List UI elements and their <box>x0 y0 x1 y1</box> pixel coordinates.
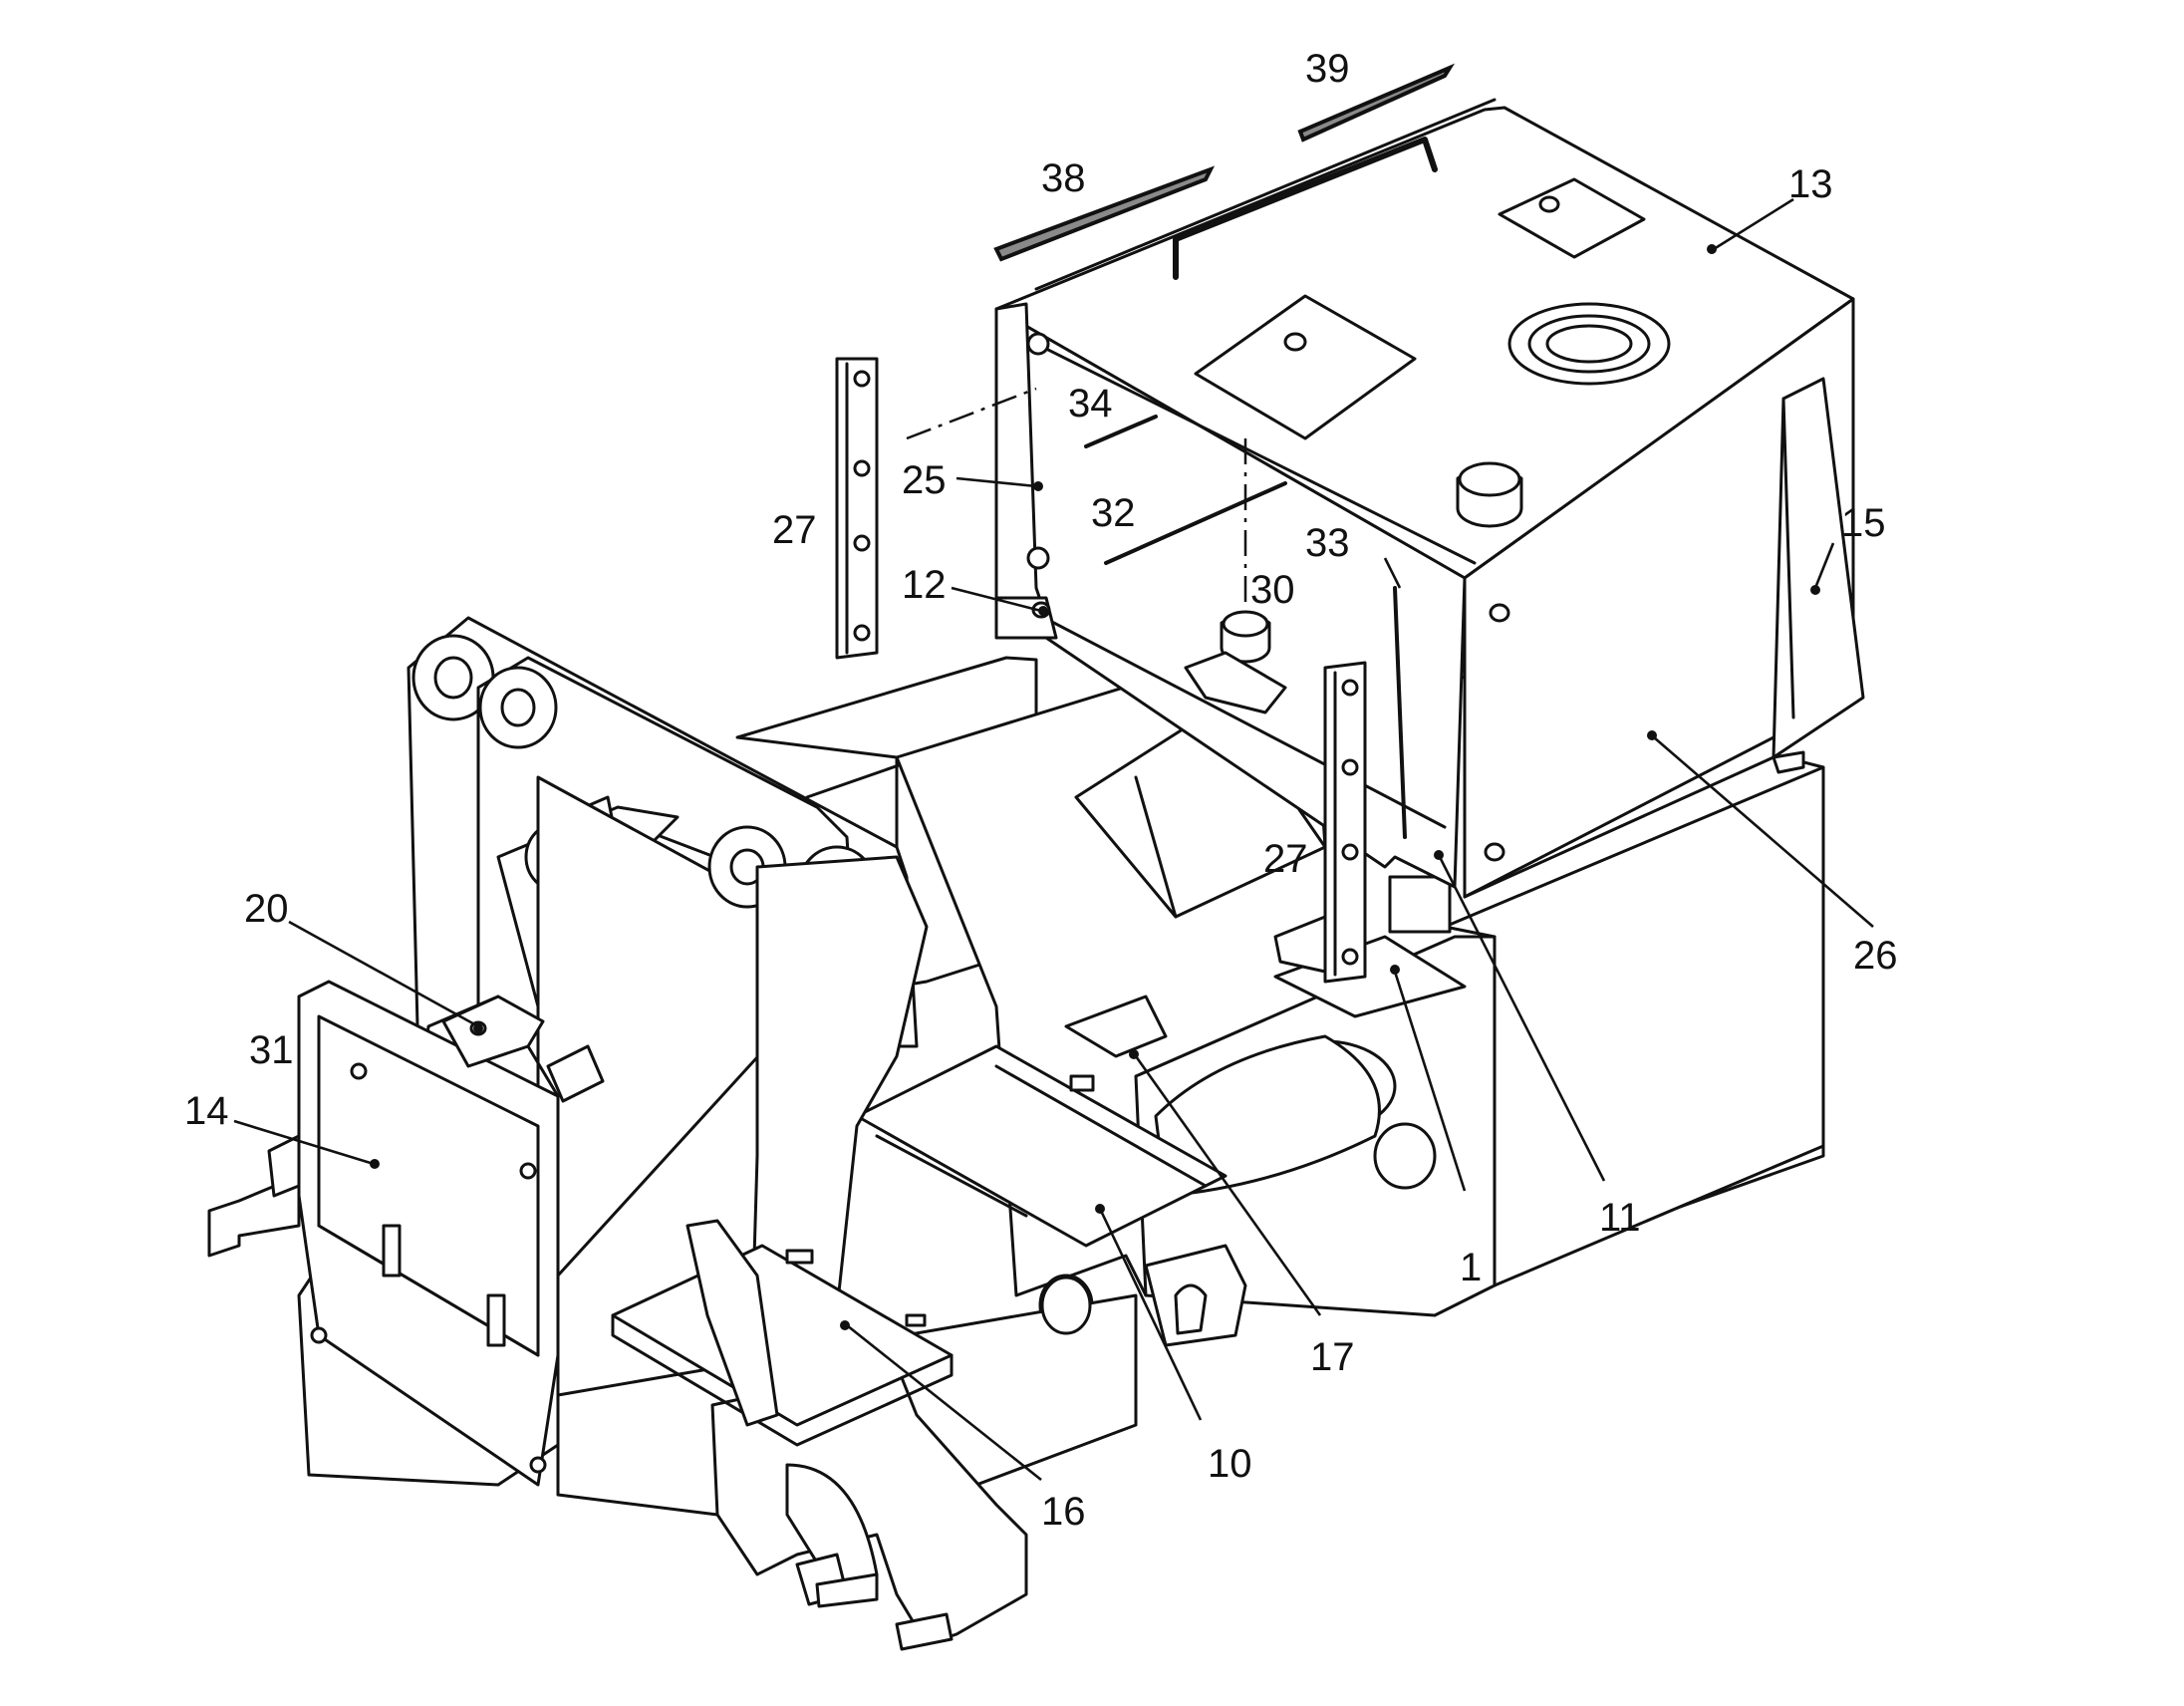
callout-14: 14 <box>184 1089 229 1133</box>
callout-32: 32 <box>1091 491 1136 535</box>
callout-27-upper: 27 <box>772 508 817 552</box>
callout-1: 1 <box>1460 1246 1482 1289</box>
front-panel-14 <box>207 980 560 1487</box>
mount-30 <box>1184 438 1287 714</box>
callout-34: 34 <box>1068 382 1113 426</box>
seal-strip-38 <box>993 165 1216 262</box>
callout-16: 16 <box>1041 1490 1086 1534</box>
callout-15: 15 <box>1841 501 1886 545</box>
callout-10: 10 <box>1208 1442 1252 1486</box>
bar-27-left <box>835 357 879 660</box>
callout-31: 31 <box>249 1028 294 1072</box>
fuel-tank <box>994 98 1865 899</box>
callout-labels: 39 38 13 34 25 27 32 33 15 12 30 27 26 2… <box>184 47 1898 1534</box>
seal-strip-33 <box>1393 586 1407 839</box>
callout-30: 30 <box>1250 568 1295 612</box>
callout-38: 38 <box>1041 156 1086 200</box>
callout-39: 39 <box>1305 47 1350 91</box>
seal-strip-39 <box>1297 63 1456 142</box>
front-feet <box>710 1363 1028 1651</box>
callout-17: 17 <box>1310 1335 1355 1379</box>
callout-33: 33 <box>1305 521 1350 565</box>
seal-strip-32 <box>1104 481 1287 565</box>
callout-13: 13 <box>1788 162 1833 206</box>
door-20 <box>441 995 605 1103</box>
leader-lines <box>233 197 1874 1482</box>
callout-25: 25 <box>902 458 947 502</box>
bar-27-right <box>1273 661 1367 984</box>
callout-27-lower: 27 <box>1263 837 1308 881</box>
seal-strip-34 <box>1084 415 1158 448</box>
callout-20: 20 <box>244 887 289 931</box>
floor-plate-16 <box>611 1219 954 1447</box>
callout-11: 11 <box>1599 1196 1641 1240</box>
callout-12: 12 <box>902 563 947 607</box>
callout-26: 26 <box>1853 934 1898 978</box>
